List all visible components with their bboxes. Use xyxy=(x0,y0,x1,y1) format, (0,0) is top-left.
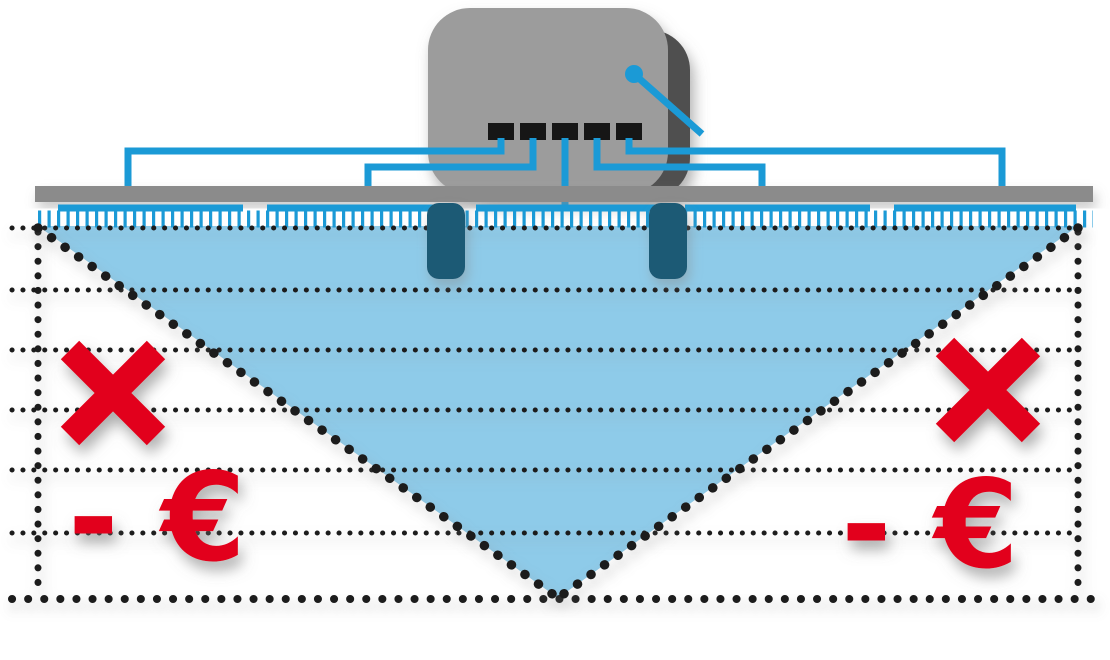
coverage-edge-dots xyxy=(33,223,1083,603)
gps-antenna-line xyxy=(631,71,705,137)
cost-labels: - € - € xyxy=(68,447,1019,596)
section-hoses xyxy=(124,138,1006,208)
field-dotted-grid xyxy=(8,225,1096,603)
cost-label-right: - € xyxy=(841,454,1019,596)
wheel-left xyxy=(427,203,465,279)
section-valves xyxy=(488,123,642,140)
hose-section-5 xyxy=(625,138,1006,192)
gps-receiver-icon xyxy=(625,65,705,137)
hose-section-2 xyxy=(364,138,537,192)
wheel-right xyxy=(649,203,687,279)
no-coverage-markers xyxy=(60,337,1041,446)
valve-icon xyxy=(520,123,546,140)
valve-icon xyxy=(552,123,578,140)
valve-icon xyxy=(616,123,642,140)
spray-boom xyxy=(35,186,1093,202)
hose-section-1 xyxy=(124,138,505,192)
cost-label-left: - € xyxy=(68,447,246,589)
coverage-edge-right xyxy=(553,223,1083,603)
hose-section-4 xyxy=(593,138,766,192)
cross-icon-left xyxy=(60,340,166,446)
cross-icon-right xyxy=(935,337,1041,443)
tractor-wheels xyxy=(427,203,687,279)
coverage-edge-left xyxy=(33,223,563,603)
valve-icon xyxy=(488,123,514,140)
gps-dot-icon xyxy=(625,65,643,83)
valve-icon xyxy=(584,123,610,140)
